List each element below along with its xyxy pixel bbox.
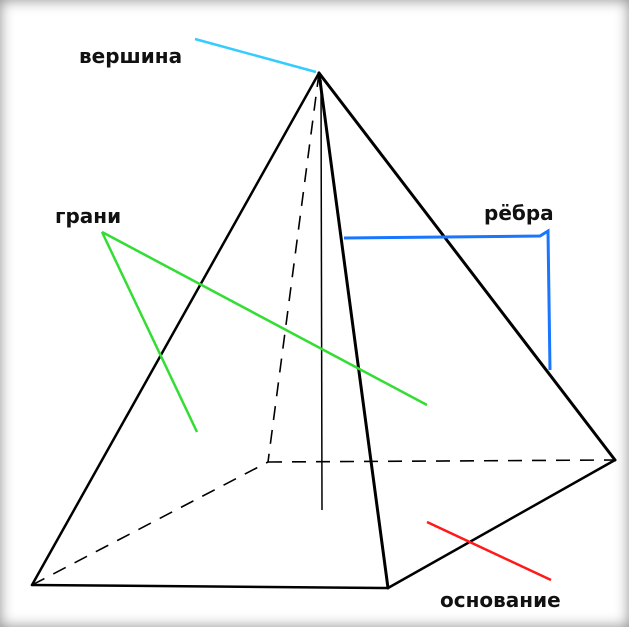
base-pointer [426,520,552,582]
visible-edges [30,71,617,590]
edge-apex-right [317,71,617,462]
hidden-base-left-back [31,461,269,586]
base-edge-front [30,583,390,590]
edges-label: рёбра [484,201,554,225]
faces-pointer-left [100,231,199,433]
edges-pointer [343,228,552,371]
base-edge-right [386,458,617,590]
edge-apex-front [317,71,390,590]
apex-pointer [194,37,317,74]
hidden-edges [31,72,616,586]
edge-apex-left [30,71,321,587]
faces-pointers [100,230,428,433]
apex-label: вершина [79,44,182,68]
base-label: основание [440,588,561,612]
faces-label: грани [55,204,121,228]
hidden-edge-apex-back [267,72,320,463]
pyramid-height [320,79,323,511]
hidden-base-back-right [267,459,616,463]
faces-pointer-right [101,230,428,407]
